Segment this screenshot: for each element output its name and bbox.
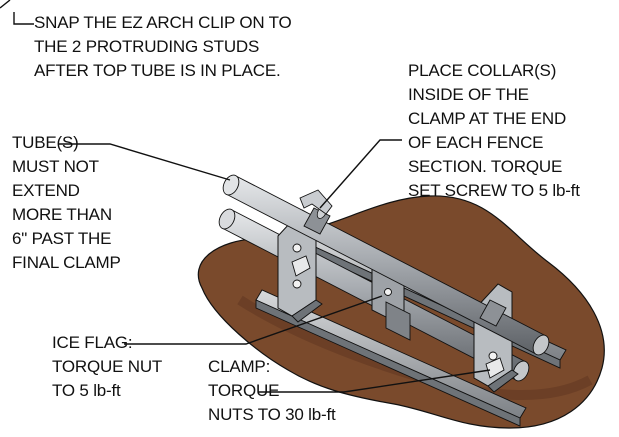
tube-upper xyxy=(222,174,550,356)
leader-tube xyxy=(58,143,231,181)
ice-flag-callout: ICE FLAG: TORQUE NUT TO 5 lb-ft xyxy=(52,333,163,400)
leader-collar xyxy=(319,139,402,209)
clamp-nut-left xyxy=(291,255,311,277)
arch-clip xyxy=(299,189,333,215)
clamp-nut-right xyxy=(485,357,505,379)
collar-right xyxy=(479,299,507,327)
snap-clip-callout: SNAP THE EZ ARCH CLIP ON TO THE 2 PROTRU… xyxy=(34,13,292,80)
clamp-callout: CLAMP: TORQUE NUTS TO 30 lb-ft xyxy=(208,357,336,424)
leader-clamp xyxy=(258,369,491,393)
clip-corner-mark xyxy=(0,0,11,9)
leader-lines xyxy=(13,12,491,393)
collar-callout: PLACE COLLAR(S) INSIDE OF THE CLAMP AT T… xyxy=(408,61,580,200)
leader-ice-flag xyxy=(124,295,383,345)
leader-snap-clip xyxy=(13,12,34,25)
tube-callout: TUBE(S) MUST NOT EXTEND MORE THAN 6" PAS… xyxy=(12,133,121,272)
